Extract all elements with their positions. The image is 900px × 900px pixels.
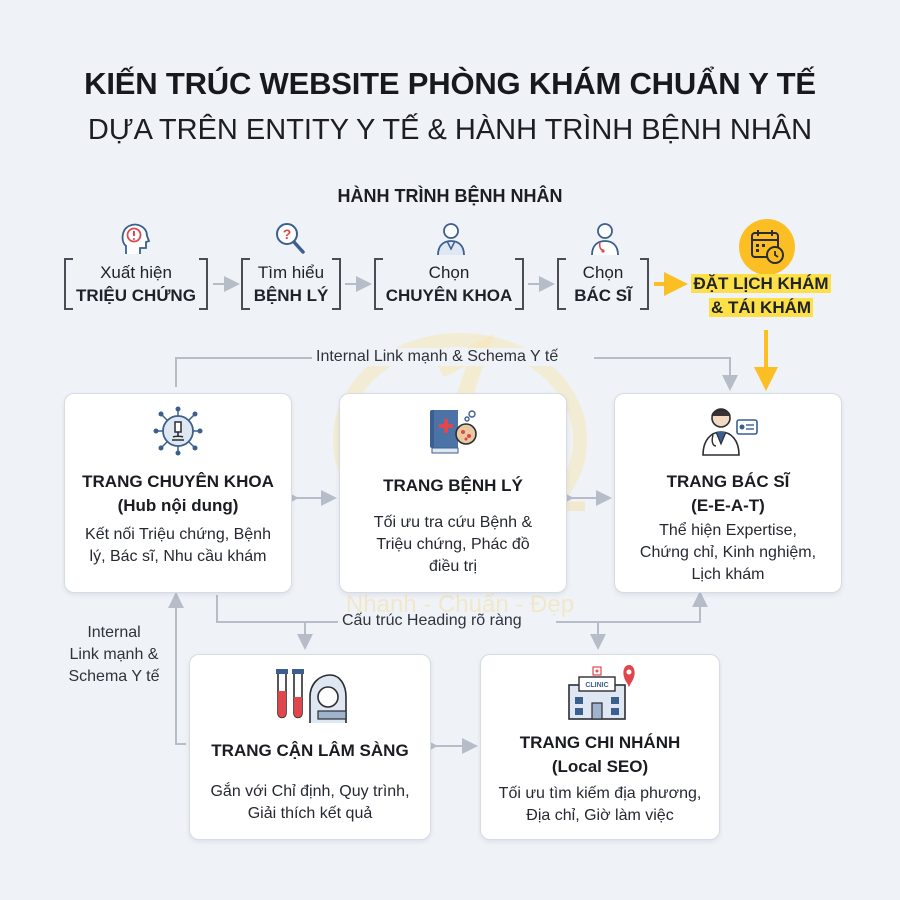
card-disease[interactable]: TRANG BỆNH LÝ Tối ưu tra cứu Bệnh & Triệ…: [339, 393, 567, 593]
card-specialty[interactable]: TRANG CHUYÊN KHOA (Hub nội dung) Kết nối…: [64, 393, 292, 593]
top-connector-label: Internal Link mạnh & Schema Y tế: [312, 348, 563, 366]
specialist-icon: [437, 223, 465, 256]
card-paraclinical-title: TRANG CẬN LÂM SÀNG: [211, 741, 409, 760]
journey-step-symptom: Xuất hiện TRIỆU CHỨNG: [64, 258, 208, 310]
svg-text:?: ?: [283, 226, 292, 242]
journey-step-specialty: Chọn CHUYÊN KHOA: [374, 258, 524, 310]
card-disease-title: TRANG BỆNH LÝ: [383, 476, 523, 495]
journey-step-disease: Tìm hiểu BỆNH LÝ: [241, 258, 341, 310]
clinic-building-icon: CLINIC: [568, 665, 635, 720]
magnifier-question-icon: ?: [276, 223, 305, 254]
card-specialty-desc: Kết nối Triệu chứng, Bệnh lý, Bác sĩ, Nh…: [85, 526, 271, 565]
page-subtitle: DỰA TRÊN ENTITY Y TẾ & HÀNH TRÌNH BỆNH N…: [87, 114, 813, 146]
card-branch[interactable]: CLINIC TRANG CHI NHÁNH (Local SEO) Tối ư…: [480, 654, 720, 840]
card-paraclinical-desc: Gắn với Chỉ định, Quy trình, Giải thích …: [210, 783, 410, 822]
card-branch-desc: Tối ưu tìm kiếm địa phương, Địa chỉ, Giờ…: [498, 785, 702, 824]
calendar-clock-icon: [739, 219, 795, 275]
card-disease-desc: Tối ưu tra cứu Bệnh & Triệu chứng, Phác …: [373, 514, 533, 575]
card-specialty-title: TRANG CHUYÊN KHOA (Hub nội dung): [82, 472, 274, 515]
test-tubes-scanner-icon: [276, 669, 347, 723]
card-paraclinical[interactable]: TRANG CẬN LÂM SÀNG Gắn với Chỉ định, Quy…: [189, 654, 431, 840]
doctor-icon: [591, 223, 619, 256]
microscope-network-icon: [153, 406, 203, 456]
medical-book-icon: [430, 410, 477, 454]
card-doctor-title: TRANG BÁC SĨ (E-E-A-T): [666, 472, 790, 515]
card-doctor-desc: Thể hiện Expertise, Chứng chỉ, Kinh nghi…: [639, 522, 817, 583]
card-branch-title: TRANG CHI NHÁNH (Local SEO): [519, 733, 681, 776]
page-title: KIẾN TRÚC WEBSITE PHÒNG KHÁM CHUẨN Y TẾ: [84, 66, 816, 101]
journey-step-booking: ĐẶT LỊCH KHÁM& TÁI KHÁM: [691, 274, 831, 317]
clinic-sign: CLINIC: [585, 682, 608, 689]
doctor-badge-icon: [702, 408, 758, 456]
card-doctor[interactable]: TRANG BÁC SĨ (E-E-A-T) Thể hiện Expertis…: [614, 393, 842, 593]
left-connector-label: Internal Link mạnh & Schema Y tế: [56, 622, 172, 688]
middle-connector-label: Cấu trúc Heading rõ ràng: [338, 612, 526, 630]
journey-step-doctor: Chọn BÁC SĨ: [557, 258, 649, 310]
head-alert-icon: [121, 223, 151, 254]
journey-title: HÀNH TRÌNH BỆNH NHÂN: [337, 186, 563, 206]
